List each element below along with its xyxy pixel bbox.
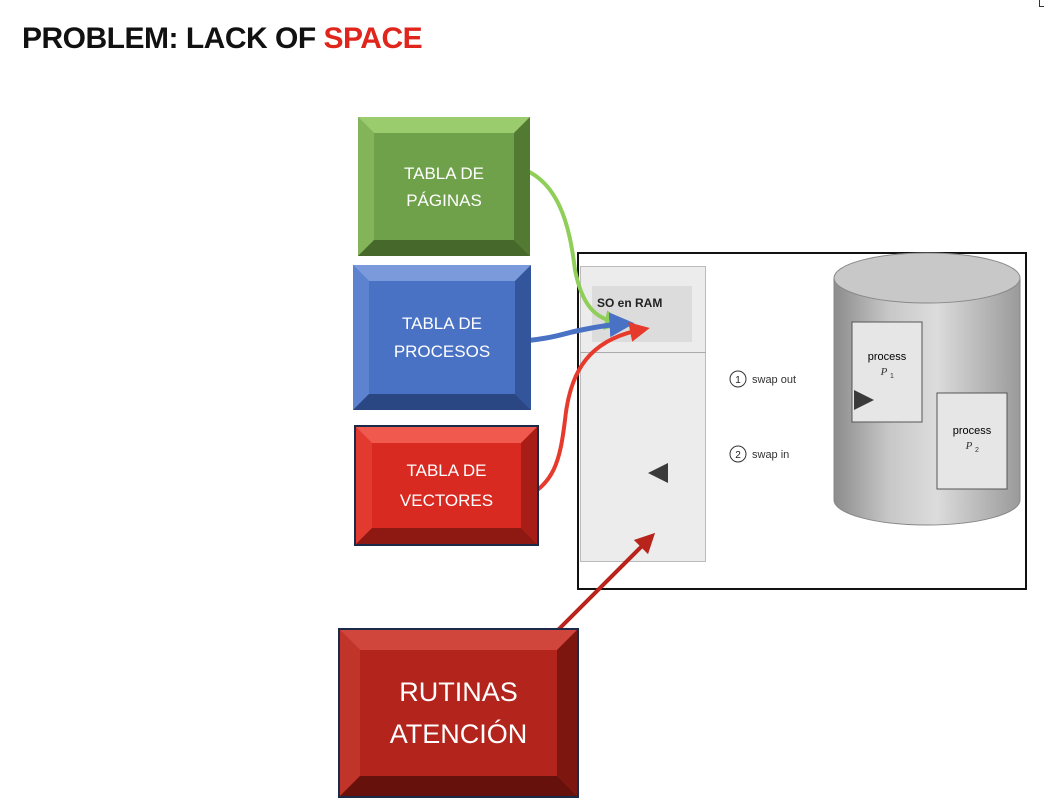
corner-mark [1039,0,1044,7]
swap-out-number: 1 [735,375,741,386]
title-accent: SPACE [323,22,423,55]
tabla-vectores-line1: TABLA DE [406,460,487,480]
tabla-vectores-box: TABLA DE VECTORES [354,425,539,546]
tabla-vectores-line2: VECTORES [399,490,494,510]
rutinas-line2: ATENCIÓN [389,719,528,749]
tabla-procesos-line2: PROCESOS [393,341,491,361]
rutinas-atencion-box: RUTINAS ATENCIÓN [338,628,579,798]
title-prefix: PROBLEM: LACK OF [22,22,324,55]
process-p2-box: process P 2 [936,392,1008,490]
page-title: PROBLEM: LACK OF SPACE [22,22,423,56]
tabla-paginas-box: TABLA DE PÁGINAS [358,117,530,256]
vectores-arrow [519,322,650,502]
tabla-paginas-line1: TABLA DE [404,163,484,183]
process-p2-word: process [953,425,992,437]
tabla-procesos-box: TABLA DE PROCESOS [353,265,531,410]
swap-out-arrow: 1 swap out [648,370,874,410]
process-p1-box: process P 1 [851,321,923,423]
process-p2-sub: 2 [975,447,979,454]
so-label: SO en RAM [597,296,663,310]
process-p1-sub: 1 [890,373,894,380]
tabla-paginas-line2: PÁGINAS [406,190,482,210]
ram-divider [580,352,706,353]
swap-out-label: swap out [752,374,796,386]
tabla-procesos-line1: TABLA DE [402,313,482,333]
process-p1-word: process [868,351,907,363]
procesos-arrow [509,312,635,345]
process-p1-name: P [880,366,888,378]
paginas-arrow [504,163,625,330]
process-p2-name: P [965,440,973,452]
swap-in-arrow: 2 swap in [648,445,948,483]
rutinas-line1: RUTINAS [399,677,518,707]
swap-in-label: swap in [752,449,789,461]
swap-in-number: 2 [735,450,741,461]
